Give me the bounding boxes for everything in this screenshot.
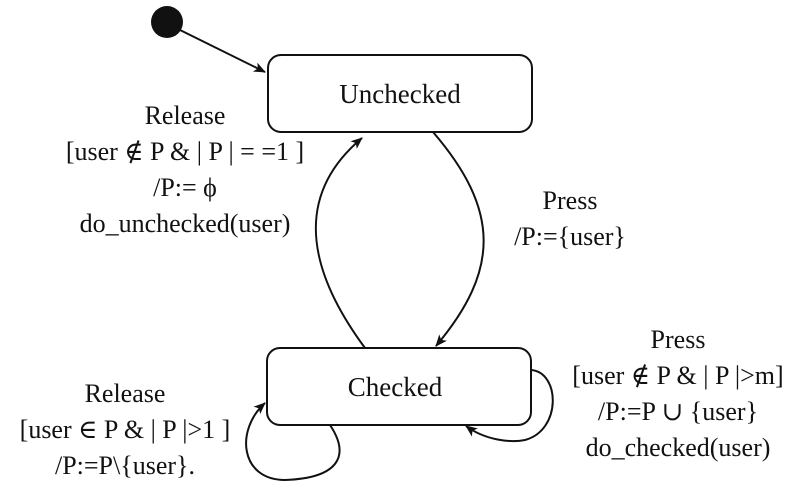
checked-state [266, 347, 532, 426]
unchecked-state [267, 54, 533, 133]
press-self-loop-arrow [465, 369, 554, 443]
press-self-action-call: do_checked(user) [585, 433, 771, 462]
press-self-loop-label: Press [user ∉ P & | P |>m] /P:=P ∪ {user… [558, 322, 798, 466]
release-to-unchecked-arrow [314, 137, 366, 349]
checked-state-label: Checked [348, 372, 443, 402]
release-self-action-assign: /P:=P\{user}. [54, 451, 196, 480]
press-action-assign: /P:={user} [514, 222, 626, 251]
release-self-loop-arrow [245, 402, 341, 482]
initial-state-dot [151, 6, 183, 38]
press-to-checked-label: Press /P:={user} [495, 183, 645, 255]
release-to-unchecked-label: Release [user ∉ P & | P | = =1 ] /P:= ϕ … [30, 98, 340, 242]
initial-transition-arrow [179, 29, 266, 73]
press-self-event: Press [650, 325, 706, 354]
press-self-guard: [user ∉ P & | P |>m] [572, 361, 784, 390]
release-self-guard: [user ∈ P & | P |>1 ] [19, 415, 231, 444]
press-to-checked-arrow [432, 131, 485, 347]
release-self-event: Release [84, 379, 166, 408]
release-event: Release [144, 101, 226, 130]
press-self-action-assign: /P:=P ∪ {user} [597, 397, 759, 426]
unchecked-state-label: Unchecked [339, 79, 461, 109]
release-action-call: do_unchecked(user) [79, 209, 291, 238]
release-guard: [user ∉ P & | P | = =1 ] [65, 137, 305, 166]
release-action-assign: /P:= ϕ [153, 173, 217, 202]
press-event: Press [542, 186, 598, 215]
release-self-loop-label: Release [user ∈ P & | P |>1 ] /P:=P\{use… [0, 376, 250, 484]
